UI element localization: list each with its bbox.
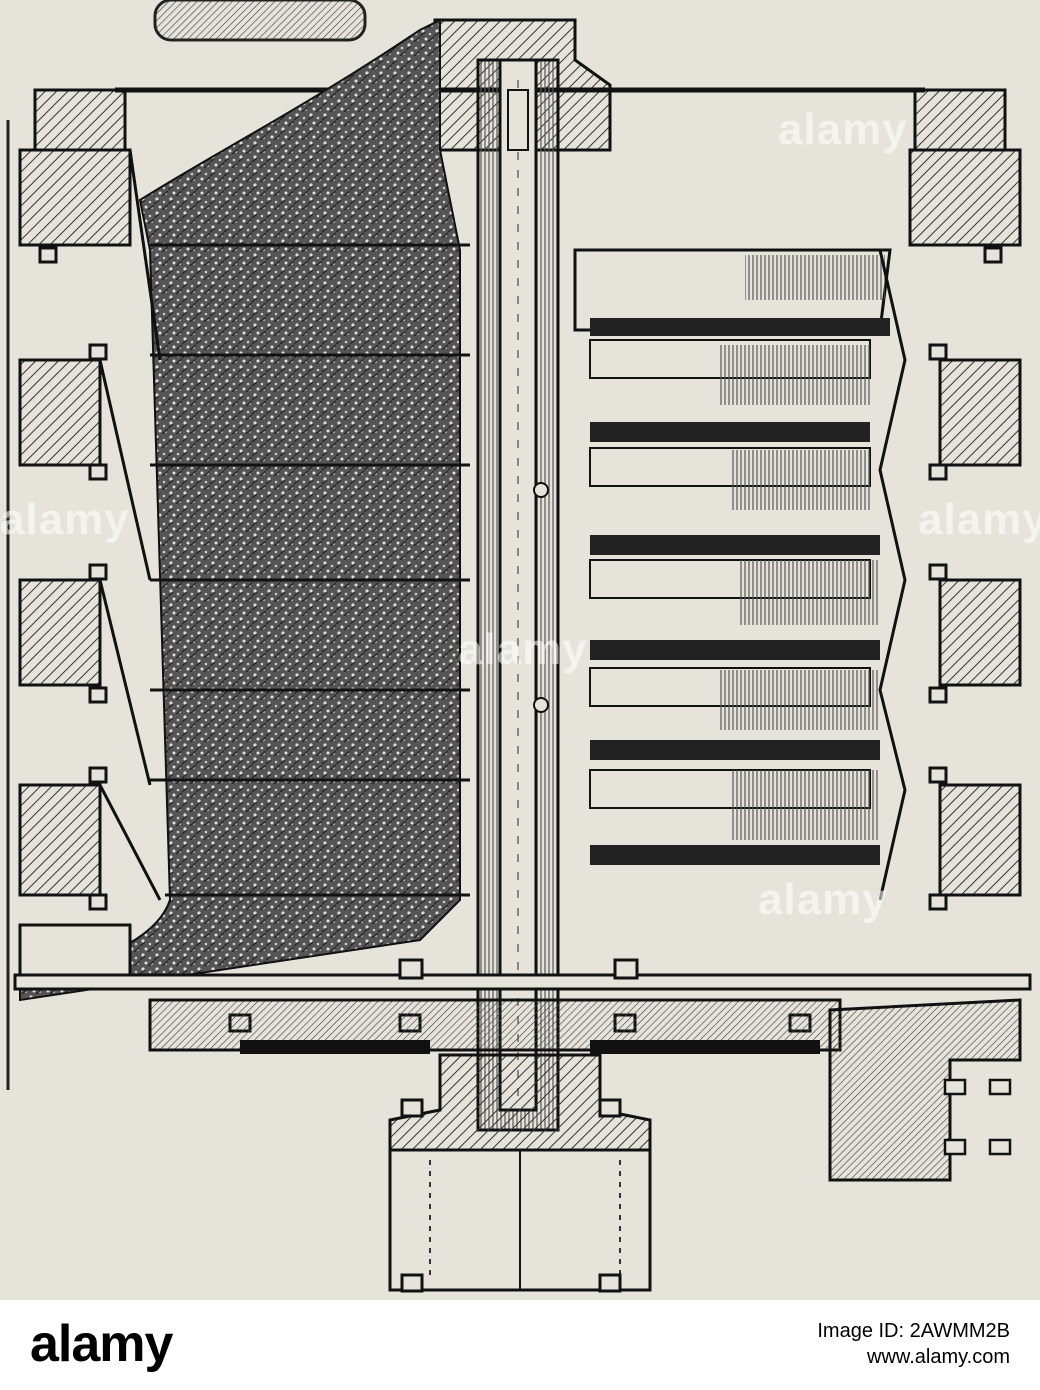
watermark: alamy [0,495,130,544]
casing-blocks-right [908,148,1022,897]
runner-plates-right [573,248,907,901]
casing-blocks-left [18,148,132,897]
tier-bolts [38,246,1003,911]
alamy-logo: alamy [30,1315,173,1373]
image-meta: Image ID: 2AWMM2B www.alamy.com [817,1318,1010,1370]
mill-cross-section-drawing [6,0,1032,1293]
image-id: Image ID: 2AWMM2B [817,1320,1010,1342]
top-ring-left [33,88,127,152]
engraving-illustration: alamy alamy alamy alamy alamy [0,0,1040,1293]
watermark: alamy [778,105,908,154]
watermark: alamy [758,875,888,924]
bevel-pinion [828,998,1022,1182]
base-plate [13,973,1032,991]
top-ring-right [913,88,1007,152]
site-url[interactable]: www.alamy.com [867,1346,1010,1368]
discharge-chute [18,923,132,977]
gear-teeth [240,1040,820,1054]
watermark: alamy [918,495,1040,544]
watermark: alamy [458,625,588,674]
grain-mass-left [19,18,461,1002]
stock-footer: alamy Image ID: 2AWMM2B www.alamy.com [0,1300,1040,1390]
stone-tiers-left [98,149,470,901]
feed-spout [153,0,367,42]
